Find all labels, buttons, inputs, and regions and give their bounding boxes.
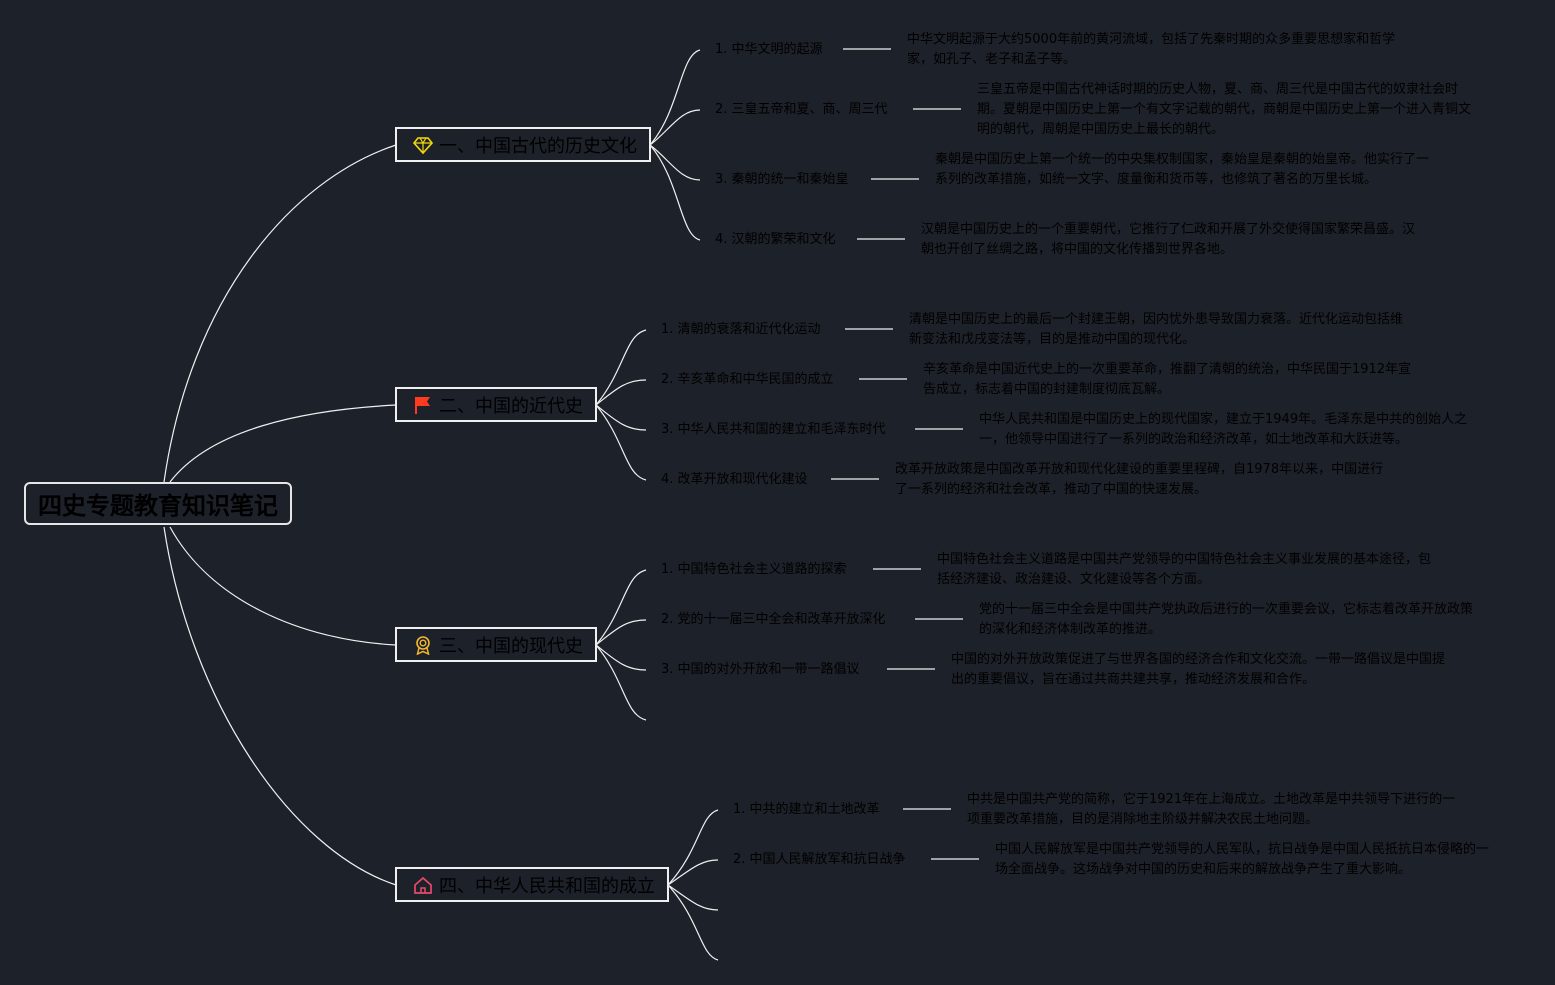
subtopic-label[interactable]: 1. 中国特色社会主义道路的探索 — [661, 562, 847, 577]
subtopic-label[interactable]: 1. 中共的建立和土地改革 — [733, 802, 880, 817]
b4-child-1-connector — [667, 809, 719, 886]
branch-title: 三、中国的现代史 — [439, 635, 583, 657]
flag-icon — [413, 395, 433, 415]
subtopic-description: 清朝是中国历史上的最后一个封建王朝，因内忧外患导致国力衰落。近代化运动包括维新变… — [909, 312, 1404, 347]
subtopic-description: 中华文明起源于大约5000年前的黄河流域，包括了先秦时期的众多重要思想家和哲学家… — [907, 32, 1396, 67]
subtopic-label[interactable]: 2. 三皇五帝和夏、商、周三代 — [715, 102, 888, 117]
subtopic-description: 汉朝是中国历史上的一个重要朝代，它推行了仁政和开展了外交使得国家繁荣昌盛。汉朝也… — [921, 222, 1416, 257]
branch-title: 四、中华人民共和国的成立 — [439, 875, 655, 897]
branch-prc-founding[interactable]: 四、中华人民共和国的成立 — [395, 867, 669, 902]
subtopic-label[interactable]: 2. 中国人民解放军和抗日战争 — [733, 852, 906, 867]
subtopic-description: 中国的对外开放政策促进了与世界各国的经济合作和文化交流。一带一路倡议是中国提出的… — [951, 652, 1446, 687]
diamond-icon — [412, 135, 434, 155]
b3-child-1-connector — [595, 569, 647, 646]
award-ribbon-icon — [413, 635, 433, 655]
root-branch-2-connector — [169, 404, 397, 483]
subtopic-label[interactable]: 1. 清朝的衰落和近代化运动 — [661, 322, 821, 337]
b3-child-4-connector — [595, 644, 647, 721]
subtopic-label[interactable]: 1. 中华文明的起源 — [715, 42, 823, 57]
subtopic-label[interactable]: 2. 党的十一届三中全会和改革开放深化 — [661, 612, 886, 627]
b2-child-1-connector — [595, 329, 647, 406]
subtopic-description: 中国特色社会主义道路是中国共产党领导的中国特色社会主义事业发展的基本途径，包括经… — [937, 552, 1432, 587]
root-branch-3-connector — [169, 526, 397, 646]
branch-title: 一、中国古代的历史文化 — [439, 135, 637, 157]
b4-child-4-connector — [667, 884, 719, 961]
b2-child-2-connector — [595, 379, 647, 406]
b1-child-3-connector — [649, 144, 701, 181]
subtopic-label[interactable]: 4. 改革开放和现代化建设 — [661, 472, 808, 487]
root-title: 四史专题教育知识笔记 — [38, 492, 278, 520]
b2-child-3-connector — [595, 404, 647, 431]
root-topic[interactable]: 四史专题教育知识笔记 — [24, 482, 292, 525]
branch-title: 二、中国的近代史 — [439, 395, 583, 417]
root-branch-1-connector — [163, 144, 397, 483]
root-branch-4-connector — [163, 526, 397, 886]
subtopic-label[interactable]: 3. 中国的对外开放和一带一路倡议 — [661, 662, 860, 677]
subtopic-description: 中共是中国共产党的简称，它于1921年在上海成立。土地改革是中共领导下进行的一项… — [967, 792, 1456, 827]
subtopic-description: 改革开放政策是中国改革开放和现代化建设的重要里程碑，自1978年以来，中国进行了… — [895, 462, 1384, 497]
b3-child-3-connector — [595, 644, 647, 671]
subtopic-description: 辛亥革命是中国近代史上的一次重要革命，推翻了清朝的统治，中华民国于1912年宣告… — [923, 362, 1412, 397]
branch-contemporary-history[interactable]: 三、中国的现代史 — [395, 627, 597, 662]
subtopic-label[interactable]: 3. 秦朝的统一和秦始皇 — [715, 172, 849, 187]
subtopic-description: 三皇五帝是中国古代神话时期的历史人物，夏、商、周三代是中国古代的奴隶社会时期。夏… — [977, 82, 1472, 137]
b4-child-3-connector — [667, 884, 719, 911]
subtopic-description: 中华人民共和国是中国历史上的现代国家，建立于1949年。毛泽东是中共的创始人之一… — [979, 412, 1468, 447]
subtopic-description: 秦朝是中国历史上第一个统一的中央集权制国家，秦始皇是秦朝的始皇帝。他实行了一系列… — [935, 152, 1430, 187]
subtopic-description: 中国人民解放军是中国共产党领导的人民军队，抗日战争是中国人民抵抗日本侵略的一场全… — [995, 842, 1490, 877]
b1-child-4-connector — [649, 144, 701, 241]
branch-ancient-history[interactable]: 一、中国古代的历史文化 — [395, 127, 651, 162]
subtopic-label[interactable]: 2. 辛亥革命和中华民国的成立 — [661, 372, 834, 387]
b3-child-2-connector — [595, 619, 647, 646]
b4-child-2-connector — [667, 859, 719, 886]
b1-child-1-connector — [649, 49, 701, 146]
subtopic-label[interactable]: 4. 汉朝的繁荣和文化 — [715, 232, 836, 247]
subtopic-description: 党的十一届三中全会是中国共产党执政后进行的一次重要会议，它标志着改革开放政策的深… — [979, 602, 1474, 637]
b2-child-4-connector — [595, 404, 647, 481]
branch-modern-history[interactable]: 二、中国的近代史 — [395, 387, 597, 422]
subtopic-label[interactable]: 3. 中华人民共和国的建立和毛泽东时代 — [661, 422, 886, 437]
b1-child-2-connector — [649, 109, 701, 146]
home-icon — [413, 875, 433, 895]
